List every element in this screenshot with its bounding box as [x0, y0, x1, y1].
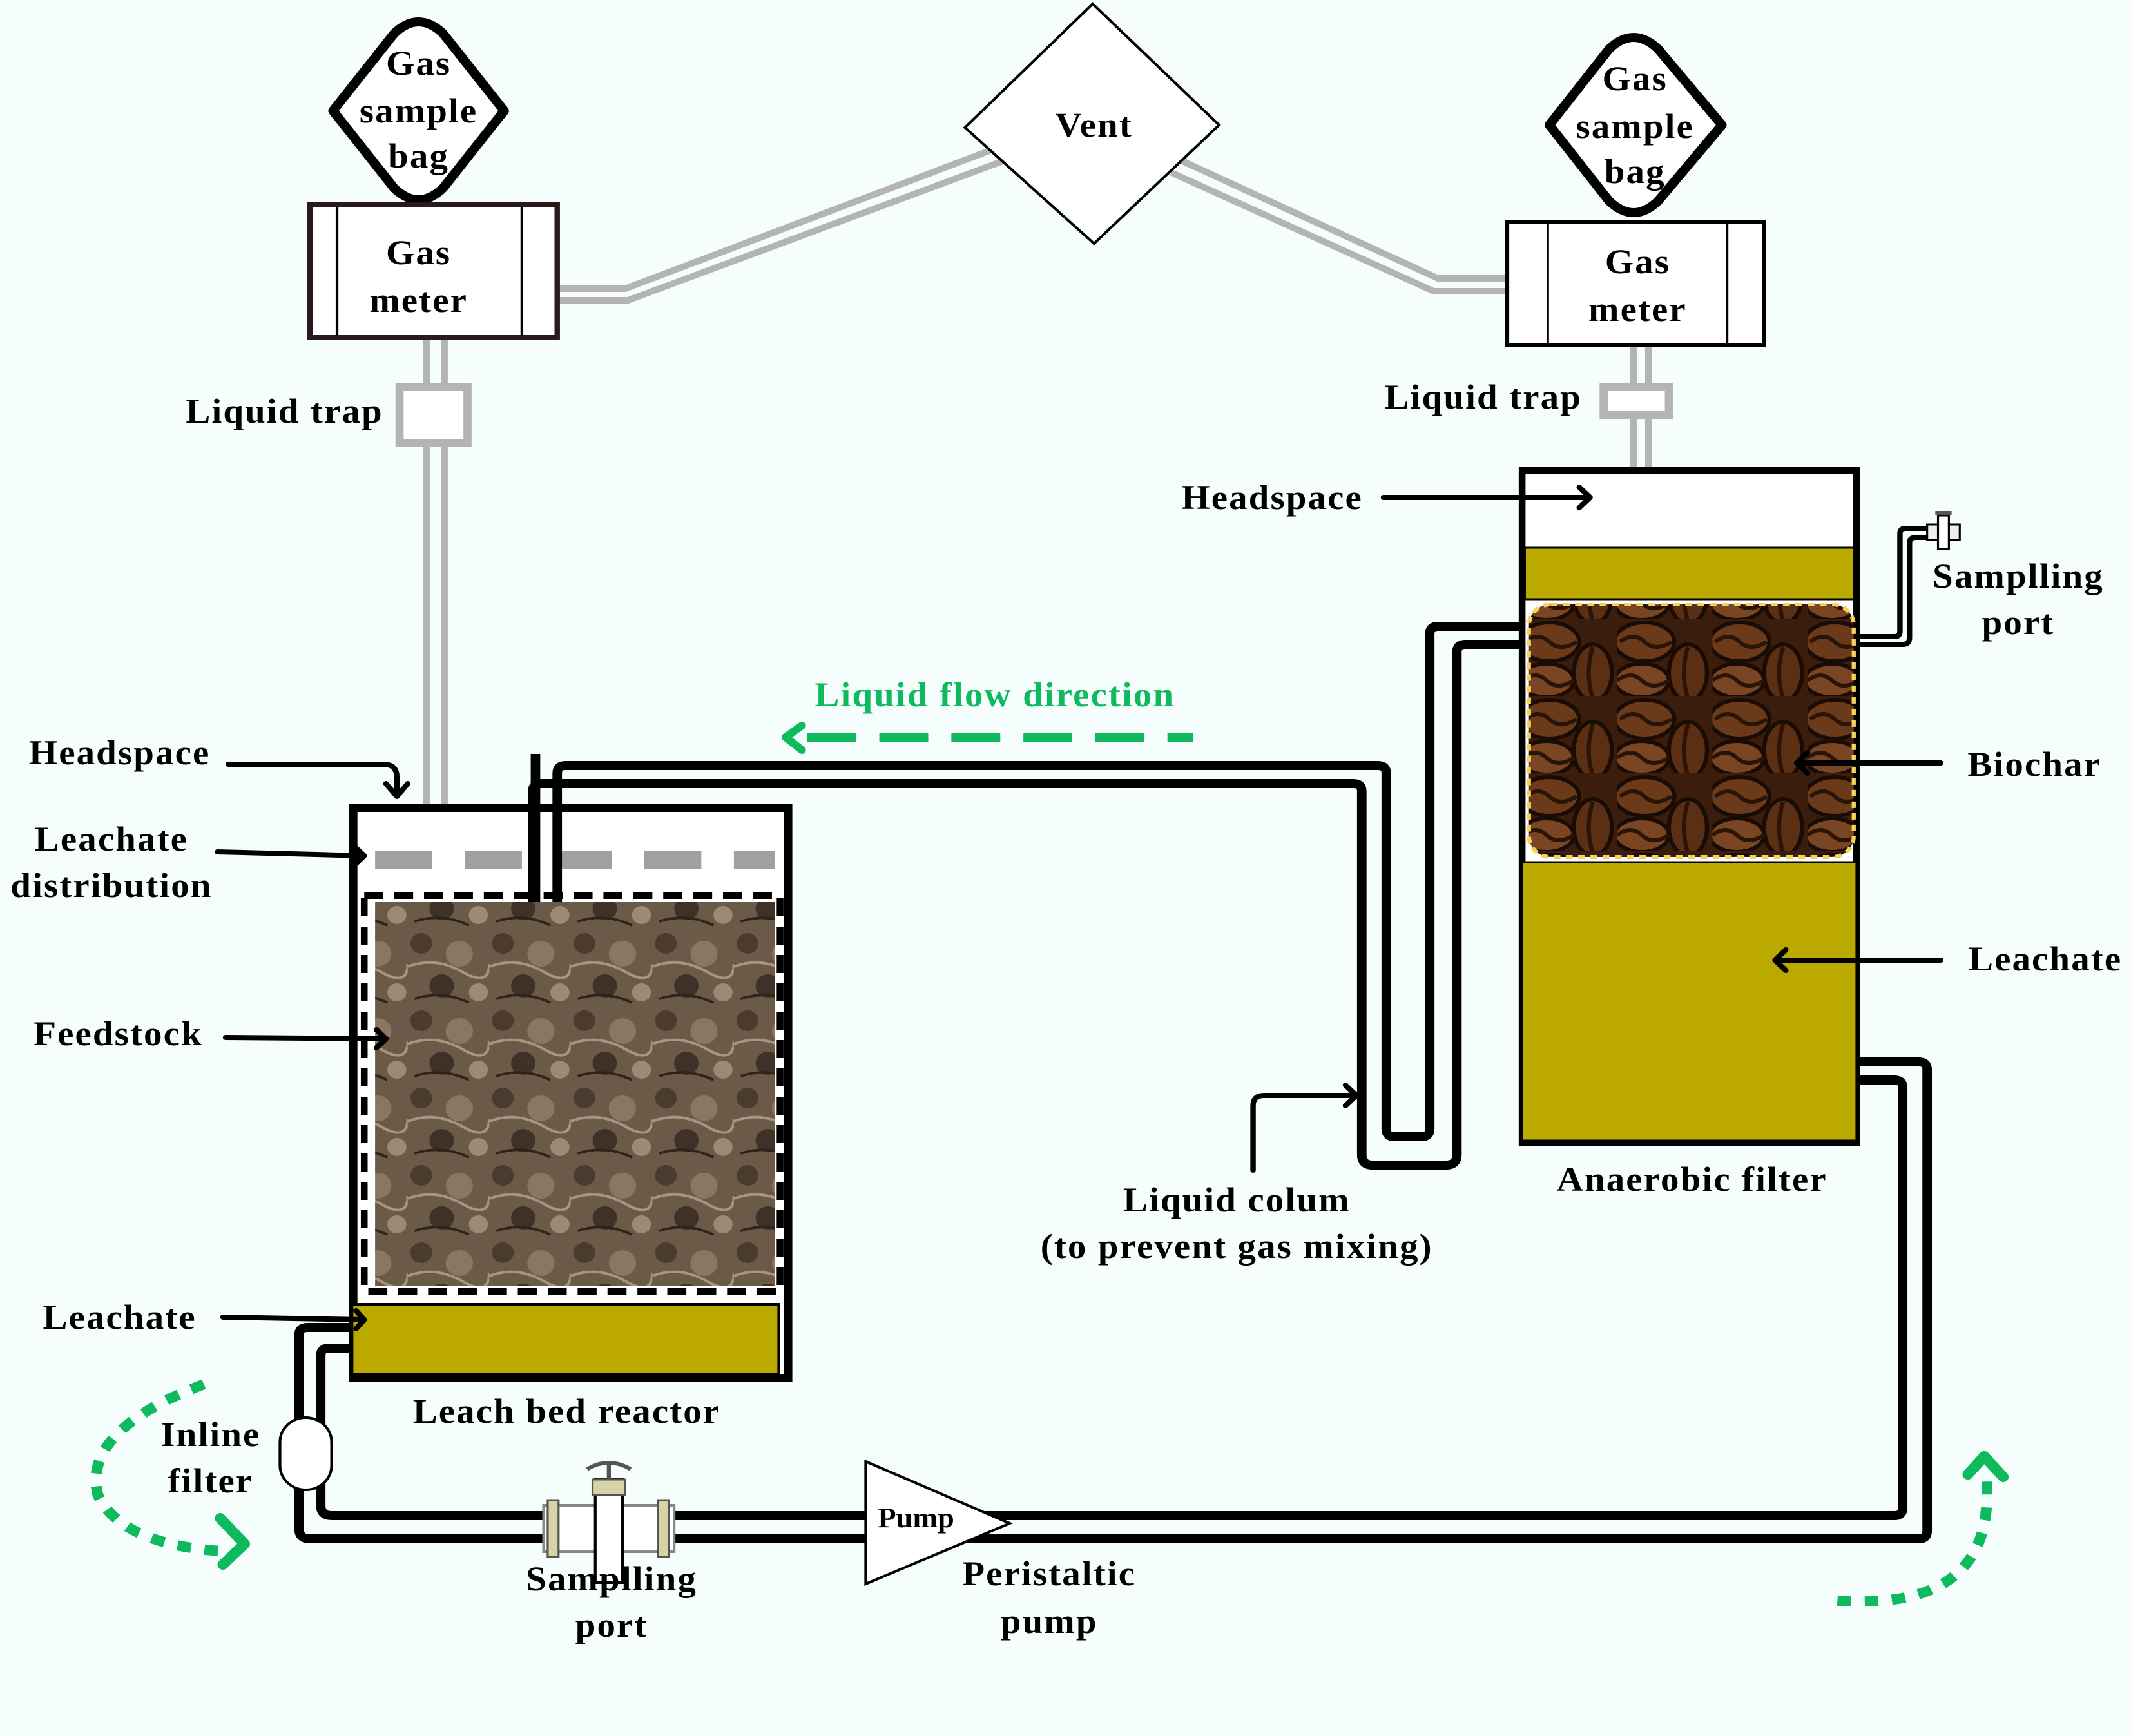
leach-bed-reactor	[349, 804, 793, 1382]
flow-direction-arrow	[781, 722, 1193, 754]
liquid-piping	[294, 622, 1933, 1543]
peristaltic-pump[interactable]: Pump	[864, 1459, 1014, 1587]
gas-meter-right-line2: meter	[1588, 291, 1687, 329]
gas-sample-bag-right: Gas sample bag	[1544, 33, 1727, 217]
filter-headspace-label: Headspace	[1181, 479, 1363, 517]
gas-sample-bag-left-line3: bag	[388, 137, 449, 175]
liquid-trap-right-label: Liquid trap	[1385, 378, 1582, 416]
inline-filter: Inline filter	[160, 1416, 333, 1501]
anaerobic-filter	[1518, 467, 1860, 1146]
liquid-trap-right: Liquid trap	[1385, 378, 1673, 419]
gas-sample-bag-left-line1: Gas	[386, 44, 451, 82]
filter-sampling-port-label-line2: port	[1982, 604, 2055, 642]
leach-bed-feedstock-label: Feedstock	[34, 1015, 202, 1053]
pump-label-line1: Peristaltic	[962, 1555, 1136, 1593]
leach-bed-leachate-distribution-label-line2: distribution	[10, 867, 212, 905]
flow-direction-label: Liquid flow direction	[815, 676, 1175, 714]
leach-bed-leachate-distribution-label-line1: Leachate	[35, 820, 188, 858]
flow-curve-arrow-right	[1837, 1451, 2009, 1607]
liquid-column-label-line1: Liquid colum	[1123, 1181, 1351, 1219]
gas-meter-left-line1: Gas	[386, 234, 451, 272]
flow-curve-arrow-left	[90, 1379, 251, 1570]
liquid-column-arrow	[1250, 1083, 1360, 1173]
gas-piping	[423, 148, 1652, 805]
inline-filter-label-line1: Inline	[160, 1416, 260, 1454]
gas-sample-bag-right-line1: Gas	[1603, 60, 1668, 98]
vent-label: Vent	[1056, 106, 1133, 144]
vent: Vent	[963, 2, 1221, 246]
filter-biochar-label: Biochar	[1967, 746, 2101, 784]
gas-sample-bag-left: Gas sample bag	[328, 17, 509, 204]
filter-leachate-label: Leachate	[1969, 940, 2122, 978]
liquid-trap-left-label: Liquid trap	[186, 392, 383, 430]
biochar-arrow	[1793, 750, 1943, 776]
bottom-sampling-port-label-line2: port	[575, 1606, 648, 1644]
feedstock-arrow	[222, 1027, 389, 1050]
bottom-sampling-port-valve[interactable]	[542, 1461, 676, 1584]
leach-bed-reactor-title: Leach bed reactor	[413, 1393, 721, 1431]
gas-sample-bag-left-line2: sample	[360, 92, 477, 130]
gas-meter-left-line2: meter	[369, 282, 468, 320]
gas-sample-bag-right-line3: bag	[1605, 153, 1666, 191]
liquid-column-label-line2: (to prevent gas mixing)	[1041, 1228, 1433, 1266]
leachate-pool-leach-bed	[351, 1303, 780, 1375]
leachate-pool-filter	[1521, 861, 1858, 1142]
leach-bed-headspace-label: Headspace	[29, 734, 211, 772]
liquid-trap-left: Liquid trap	[186, 383, 472, 447]
leach-bed-leachate-label: Leachate	[43, 1298, 196, 1336]
gas-meter-left: Gas meter	[307, 202, 560, 340]
pump-symbol-label: Pump	[878, 1502, 954, 1534]
leachate-distribution-arrow	[215, 845, 367, 866]
biochar-bed	[1527, 603, 1856, 859]
filter-sampling-port-label-line1: Samplling	[1933, 557, 2104, 595]
gas-sample-bag-right-line2: sample	[1576, 108, 1693, 146]
anaerobic-filter-title: Anaerobic filter	[1557, 1161, 1827, 1199]
leach-bed-headspace-arrow	[226, 762, 410, 799]
gas-meter-right: Gas meter	[1505, 220, 1766, 347]
filter-sampling-port[interactable]	[1856, 511, 1961, 647]
inline-filter-label-line2: filter	[168, 1462, 254, 1500]
filter-headspace-arrow	[1380, 485, 1593, 510]
gas-meter-right-line1: Gas	[1605, 243, 1670, 281]
leach-bed-leachate-arrow	[220, 1308, 367, 1331]
bottom-sampling-port-label-line1: Samplling	[526, 1560, 697, 1598]
leachate-layer-top	[1523, 546, 1855, 601]
filter-leachate-arrow	[1772, 947, 1943, 973]
pump-label-line2: pump	[1001, 1603, 1098, 1641]
